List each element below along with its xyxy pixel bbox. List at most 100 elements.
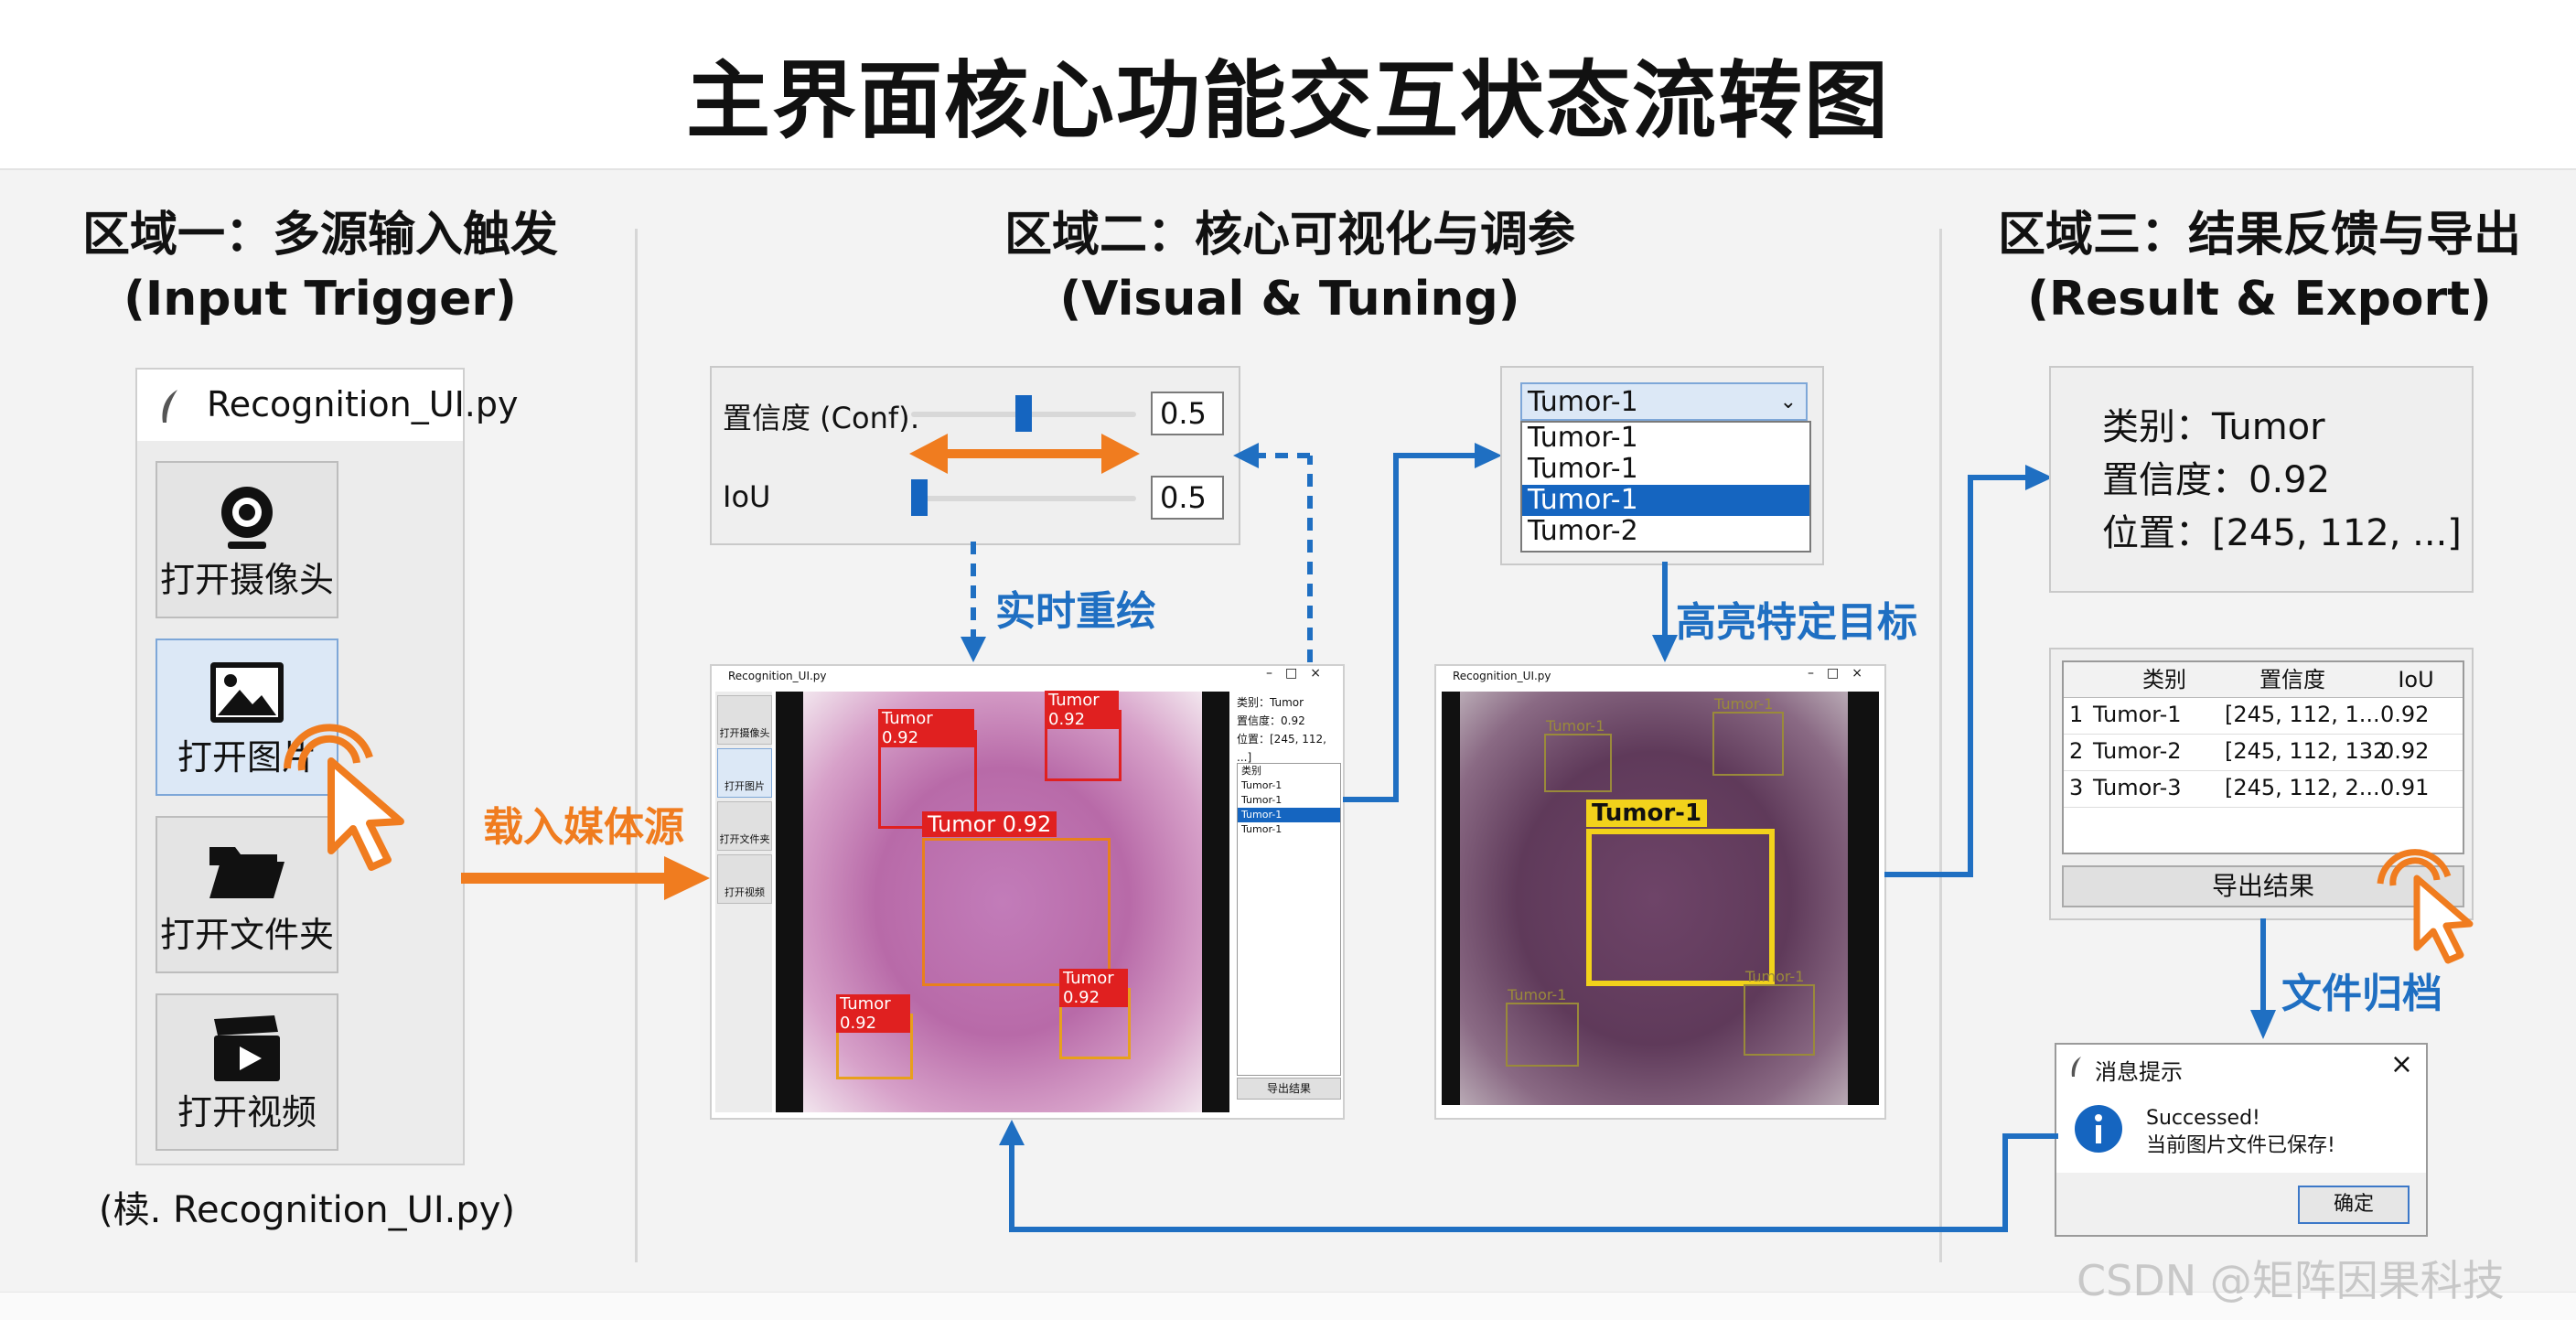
input-window-titlebar: Recognition_UI.py (137, 370, 518, 441)
realtime-redraw-label: 实时重绘 (995, 588, 1156, 635)
image-icon (210, 662, 284, 723)
target-dropdown-value: Tumor-1 (1528, 386, 1638, 418)
mini-list-item[interactable]: Tumor-1 (1241, 779, 1283, 791)
conf-label: 置信度 (Conf): (723, 401, 920, 435)
message-box-titlebar: 消息提示 × (2056, 1045, 2426, 1089)
region-three-title: 区域三：结果反馈与导出 (Result & Export) (1976, 203, 2543, 331)
mini-export-button[interactable]: 导出结果 (1237, 1078, 1341, 1100)
table-row[interactable]: 2 Tumor-2 [245, 112, 132 0.92 (2064, 734, 2463, 771)
mini-list-item-selected[interactable]: Tumor-1 (1238, 808, 1340, 822)
row-index: 1 (2069, 702, 2084, 727)
highlight-window-title: Recognition_UI.py (1453, 670, 1551, 682)
iou-slider-thumb[interactable] (911, 479, 928, 516)
row-position: [245, 112, 132 (2225, 738, 2388, 764)
conf-value-field[interactable]: 0.5 (1151, 392, 1224, 435)
region-two-title-en: (Visual & Tuning) (1059, 272, 1520, 327)
folder-icon (209, 847, 284, 898)
input-window-title: Recognition_UI.py (207, 384, 519, 424)
row-iou: 0.92 (2380, 738, 2430, 764)
header-iou: IoU (2398, 667, 2434, 692)
detection-box-label: Tumor 0.92 (922, 811, 1057, 837)
detection-box: Tumor 0.92 (1059, 969, 1131, 1059)
watermark: CSDN @矩阵因果科技 (2077, 1256, 2505, 1305)
mini-camera-button[interactable]: 打开摄像头 (717, 695, 772, 745)
region-separator (635, 229, 638, 1262)
mini-folder-button[interactable]: 打开文件夹 (717, 801, 772, 851)
dropdown-connector-arrow (1343, 443, 1502, 802)
row-position: [245, 112, 2... (2225, 775, 2380, 800)
ok-button[interactable]: 确定 (2298, 1186, 2410, 1224)
conf-slider-thumb[interactable] (1015, 395, 1032, 432)
target-dropdown-panel: Tumor-1 ⌄ Tumor-1 Tumor-1 Tumor-1 Tumor-… (1500, 366, 1824, 565)
mini-video-button[interactable]: 打开视频 (717, 854, 772, 904)
mini-image-label: 打开图片 (724, 780, 765, 792)
message-box-text: Successed! 当前图片文件已保存! (2146, 1105, 2335, 1160)
mini-info-class: 类别：Tumor (1237, 696, 1304, 709)
faded-box-label: Tumor-1 (1508, 986, 1567, 1003)
iou-label: IoU (723, 479, 771, 514)
feather-icon (162, 390, 177, 423)
mini-window-title: Recognition_UI.py (728, 670, 827, 682)
result-table-header: 类别 置信度 IoU (2064, 662, 2463, 698)
detection-box-main: Tumor 0.92 (922, 811, 1111, 986)
faded-box-label: Tumor-1 (1546, 717, 1605, 735)
loop-back-arrow (999, 1120, 2058, 1232)
close-icon[interactable]: × (2389, 1048, 2413, 1080)
export-results-button[interactable]: 导出结果 (2062, 865, 2464, 907)
row-class: Tumor-1 (2093, 702, 2182, 727)
highlighted-box: Tumor-1 (1586, 800, 1775, 986)
detection-box: Tumor 0.92 (836, 994, 913, 1079)
feather-icon (2071, 1057, 2081, 1077)
highlight-window: Recognition_UI.py –□× Tumor-1 Tumor-1 Tu… (1434, 664, 1886, 1120)
open-image-button[interactable]: 打开图片 (156, 639, 338, 796)
mini-list-item[interactable]: Tumor-1 (1241, 794, 1283, 806)
dropdown-option[interactable]: Tumor-1 (1528, 422, 1638, 454)
orange-double-arrow (909, 434, 1140, 474)
webcam-icon (221, 487, 273, 549)
region-two-title: 区域二：核心可视化与调参 (Visual & Tuning) (915, 203, 1665, 331)
open-camera-label: 打开摄像头 (159, 560, 334, 600)
result-confidence: 置信度：0.92 (2102, 459, 2331, 501)
highlight-window-controls[interactable]: –□× (1808, 666, 1875, 681)
row-index: 3 (2069, 775, 2084, 800)
open-video-button[interactable]: 打开视频 (156, 993, 338, 1151)
table-row[interactable]: 1 Tumor-1 [245, 112, 1... 0.92 (2064, 697, 2463, 735)
region-one-title-cn: 区域一：多源输入触发 (81, 208, 558, 263)
mini-side-bar: 打开摄像头 打开图片 打开文件夹 打开视频 (715, 692, 772, 1112)
header-class: 类别 (2142, 667, 2186, 692)
mini-window-controls[interactable]: –□× (1266, 666, 1334, 681)
dropdown-option-selected[interactable]: Tumor-1 (1522, 485, 1809, 516)
open-camera-button[interactable]: 打开摄像头 (156, 461, 338, 618)
highlight-arrow (1652, 562, 1678, 662)
region-one-title-en: (Input Trigger) (123, 272, 517, 327)
row-index: 2 (2069, 738, 2084, 764)
message-line-1: Successed! (2146, 1107, 2260, 1130)
mini-info-conf: 置信度：0.92 (1237, 714, 1305, 727)
open-folder-button[interactable]: 打开文件夹 (156, 816, 338, 973)
histology-image (803, 692, 1202, 1112)
click-cursor-icon (2377, 849, 2474, 964)
target-dropdown[interactable]: Tumor-1 ⌄ (1520, 382, 1808, 421)
iou-value-field[interactable]: 0.5 (1151, 476, 1224, 520)
highlighted-box-label: Tumor-1 (1586, 800, 1708, 827)
dropdown-option[interactable]: Tumor-2 (1528, 515, 1638, 547)
mini-list[interactable]: 类别 Tumor-1 Tumor-1 Tumor-1 Tumor-1 (1237, 763, 1341, 1076)
faded-box-label: Tumor-1 (1714, 695, 1774, 713)
mini-image-button[interactable]: 打开图片 (717, 748, 772, 798)
dropdown-option[interactable]: Tumor-1 (1528, 453, 1638, 485)
highlight-target-label: 高亮特定目标 (1676, 599, 1917, 646)
mini-list-item[interactable]: Tumor-1 (1241, 823, 1283, 835)
mini-folder-label: 打开文件夹 (719, 833, 770, 845)
table-row[interactable]: 3 Tumor-3 [245, 112, 2... 0.91 (2064, 770, 2463, 808)
tuning-panel: 置信度 (Conf): 0.5 IoU 0.5 (710, 366, 1240, 545)
detection-box: Tumor 0.92 (1045, 691, 1122, 781)
iou-slider-track[interactable] (911, 496, 1136, 501)
result-table[interactable]: 类别 置信度 IoU 1 Tumor-1 [245, 112, 1... 0.9… (2062, 660, 2464, 854)
info-icon (2075, 1105, 2122, 1153)
load-media-label: 载入媒体源 (483, 804, 684, 851)
open-folder-label: 打开文件夹 (159, 915, 334, 955)
mini-info-pos: 位置：[245, 112, ...] (1237, 733, 1326, 764)
mini-image-area: Tumor 0.92 Tumor 0.92 Tumor 0.92 Tumor 0… (776, 691, 1229, 1112)
region-separator (1939, 229, 1942, 1262)
region-one-title: 区域一：多源输入触发 (Input Trigger) (37, 203, 604, 331)
